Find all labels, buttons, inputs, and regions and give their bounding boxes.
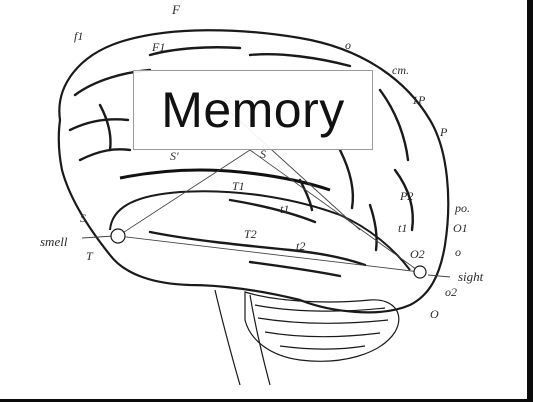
bottom-frame-edge — [0, 399, 533, 402]
title-box: Memory — [133, 70, 373, 150]
label-T: T — [86, 249, 94, 263]
right-frame-edge — [527, 0, 533, 402]
label-o-right: o — [455, 245, 461, 259]
sylvian-fissure — [119, 168, 331, 192]
label-P2: P2 — [399, 189, 413, 203]
label-T1-upper: T1 — [232, 179, 245, 193]
label-po: po. — [454, 201, 470, 215]
node-markers — [110, 228, 427, 279]
brain-stem — [214, 289, 271, 386]
label-T2: T2 — [244, 227, 257, 241]
label-S-left: S — [80, 211, 86, 225]
label-o2: o2 — [445, 285, 457, 299]
label-F1: F1 — [151, 40, 165, 54]
label-O1: O1 — [453, 221, 468, 235]
label-P: P — [439, 125, 448, 139]
label-sight: sight — [458, 269, 484, 284]
label-o-top: o — [345, 38, 351, 52]
label-S-small: S' — [170, 149, 179, 163]
label-O: O — [430, 307, 439, 321]
label-t1-right: t1 — [398, 221, 407, 235]
label-f1: f1 — [74, 29, 83, 43]
title: Memory — [161, 82, 345, 138]
label-F: F — [171, 2, 181, 17]
cerebellum — [244, 291, 400, 362]
label-1P: 1P — [412, 93, 426, 107]
brain-outline — [57, 29, 450, 314]
label-S-upper: S — [260, 147, 266, 161]
temporal-lobe-edge — [109, 190, 411, 271]
label-cm: cm. — [392, 63, 409, 77]
sulci — [68, 46, 414, 278]
label-t2: t2 — [296, 239, 305, 253]
label-smell: smell — [40, 234, 68, 249]
label-O2: O2 — [410, 247, 425, 261]
label-t1-mid: t1 — [280, 202, 289, 216]
